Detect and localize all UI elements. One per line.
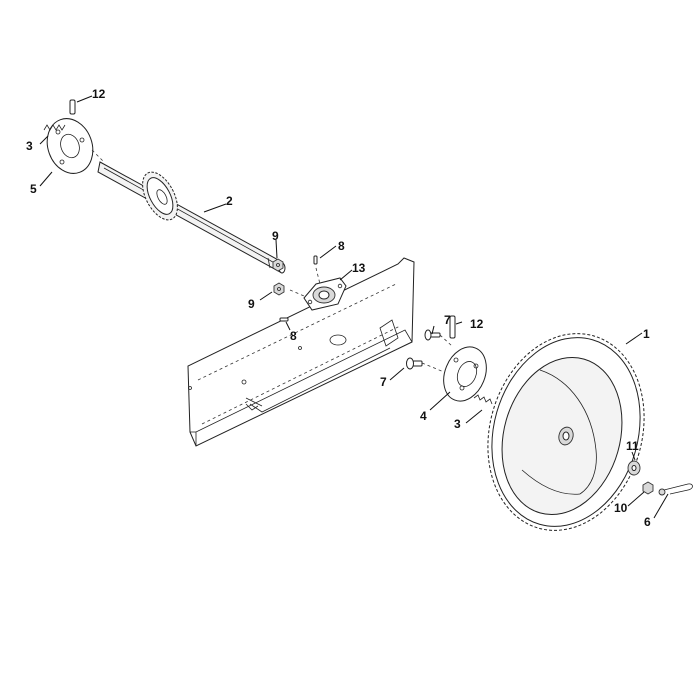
rear-wheel xyxy=(487,333,645,531)
callout-12-left: 12 xyxy=(92,87,106,101)
chassis-panel xyxy=(187,257,415,447)
hairpin-clip xyxy=(658,483,693,496)
callout-3-right: 3 xyxy=(454,417,461,431)
leader-lines xyxy=(39,95,669,519)
lower-rivet-pin xyxy=(406,357,423,370)
wheel-nut xyxy=(642,481,654,495)
callout-13: 13 xyxy=(352,261,366,275)
callout-9-upper: 9 xyxy=(272,229,279,243)
left-roll-pin xyxy=(69,99,76,115)
callout-7-upper: 7 xyxy=(444,313,451,327)
axle-shaft xyxy=(97,161,286,274)
wheel-washer xyxy=(627,460,641,476)
lower-pin xyxy=(279,317,289,322)
upper-nut xyxy=(272,258,284,272)
right-roll-pin xyxy=(449,315,456,339)
lower-nut xyxy=(273,282,285,296)
callout-1: 1 xyxy=(643,327,650,341)
callout-8-upper: 8 xyxy=(338,239,345,253)
callout-12-right: 12 xyxy=(470,317,484,331)
bearing-flange xyxy=(303,277,347,311)
callout-5: 5 xyxy=(30,182,37,196)
left-hub-plate xyxy=(46,118,105,174)
callout-8-lower: 8 xyxy=(290,329,297,343)
callout-10: 10 xyxy=(614,501,628,515)
callout-11: 11 xyxy=(626,439,639,453)
drive-sprocket xyxy=(142,171,178,221)
callout-7-lower: 7 xyxy=(380,375,387,389)
callout-2: 2 xyxy=(226,194,233,208)
callout-6: 6 xyxy=(644,515,651,529)
upper-pin xyxy=(313,255,318,265)
callout-labels: 1 2 3 3 4 5 6 7 7 8 8 9 9 10 11 12 12 13 xyxy=(26,87,651,529)
right-hub-plate xyxy=(443,346,487,402)
callout-4: 4 xyxy=(420,409,427,423)
right-spring xyxy=(473,394,493,405)
left-spring xyxy=(43,124,66,131)
callout-3-left: 3 xyxy=(26,139,33,153)
callout-9-lower: 9 xyxy=(248,297,255,311)
